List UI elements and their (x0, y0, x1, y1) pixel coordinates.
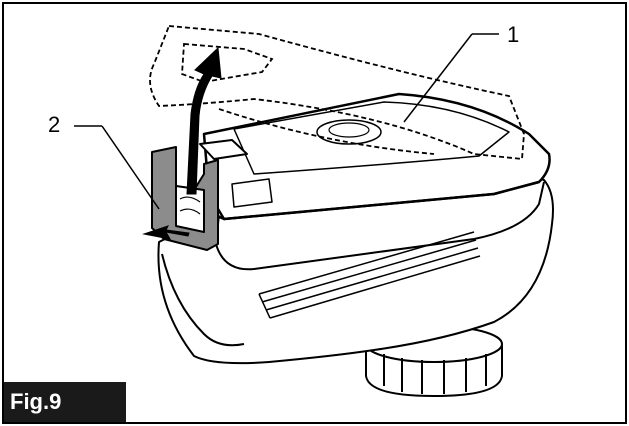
figure-label: Fig.9 (4, 382, 126, 422)
leader-lines (74, 33, 499, 210)
device-body (157, 176, 554, 365)
lift-arrow (186, 46, 222, 195)
battery-cover (149, 25, 525, 160)
push-arrow (142, 225, 190, 240)
callout-1-number: 1 (507, 22, 520, 47)
release-hook (151, 139, 248, 251)
device-illustration (74, 25, 554, 398)
device-top-deck (202, 92, 551, 221)
callout-2-number: 2 (48, 112, 61, 137)
